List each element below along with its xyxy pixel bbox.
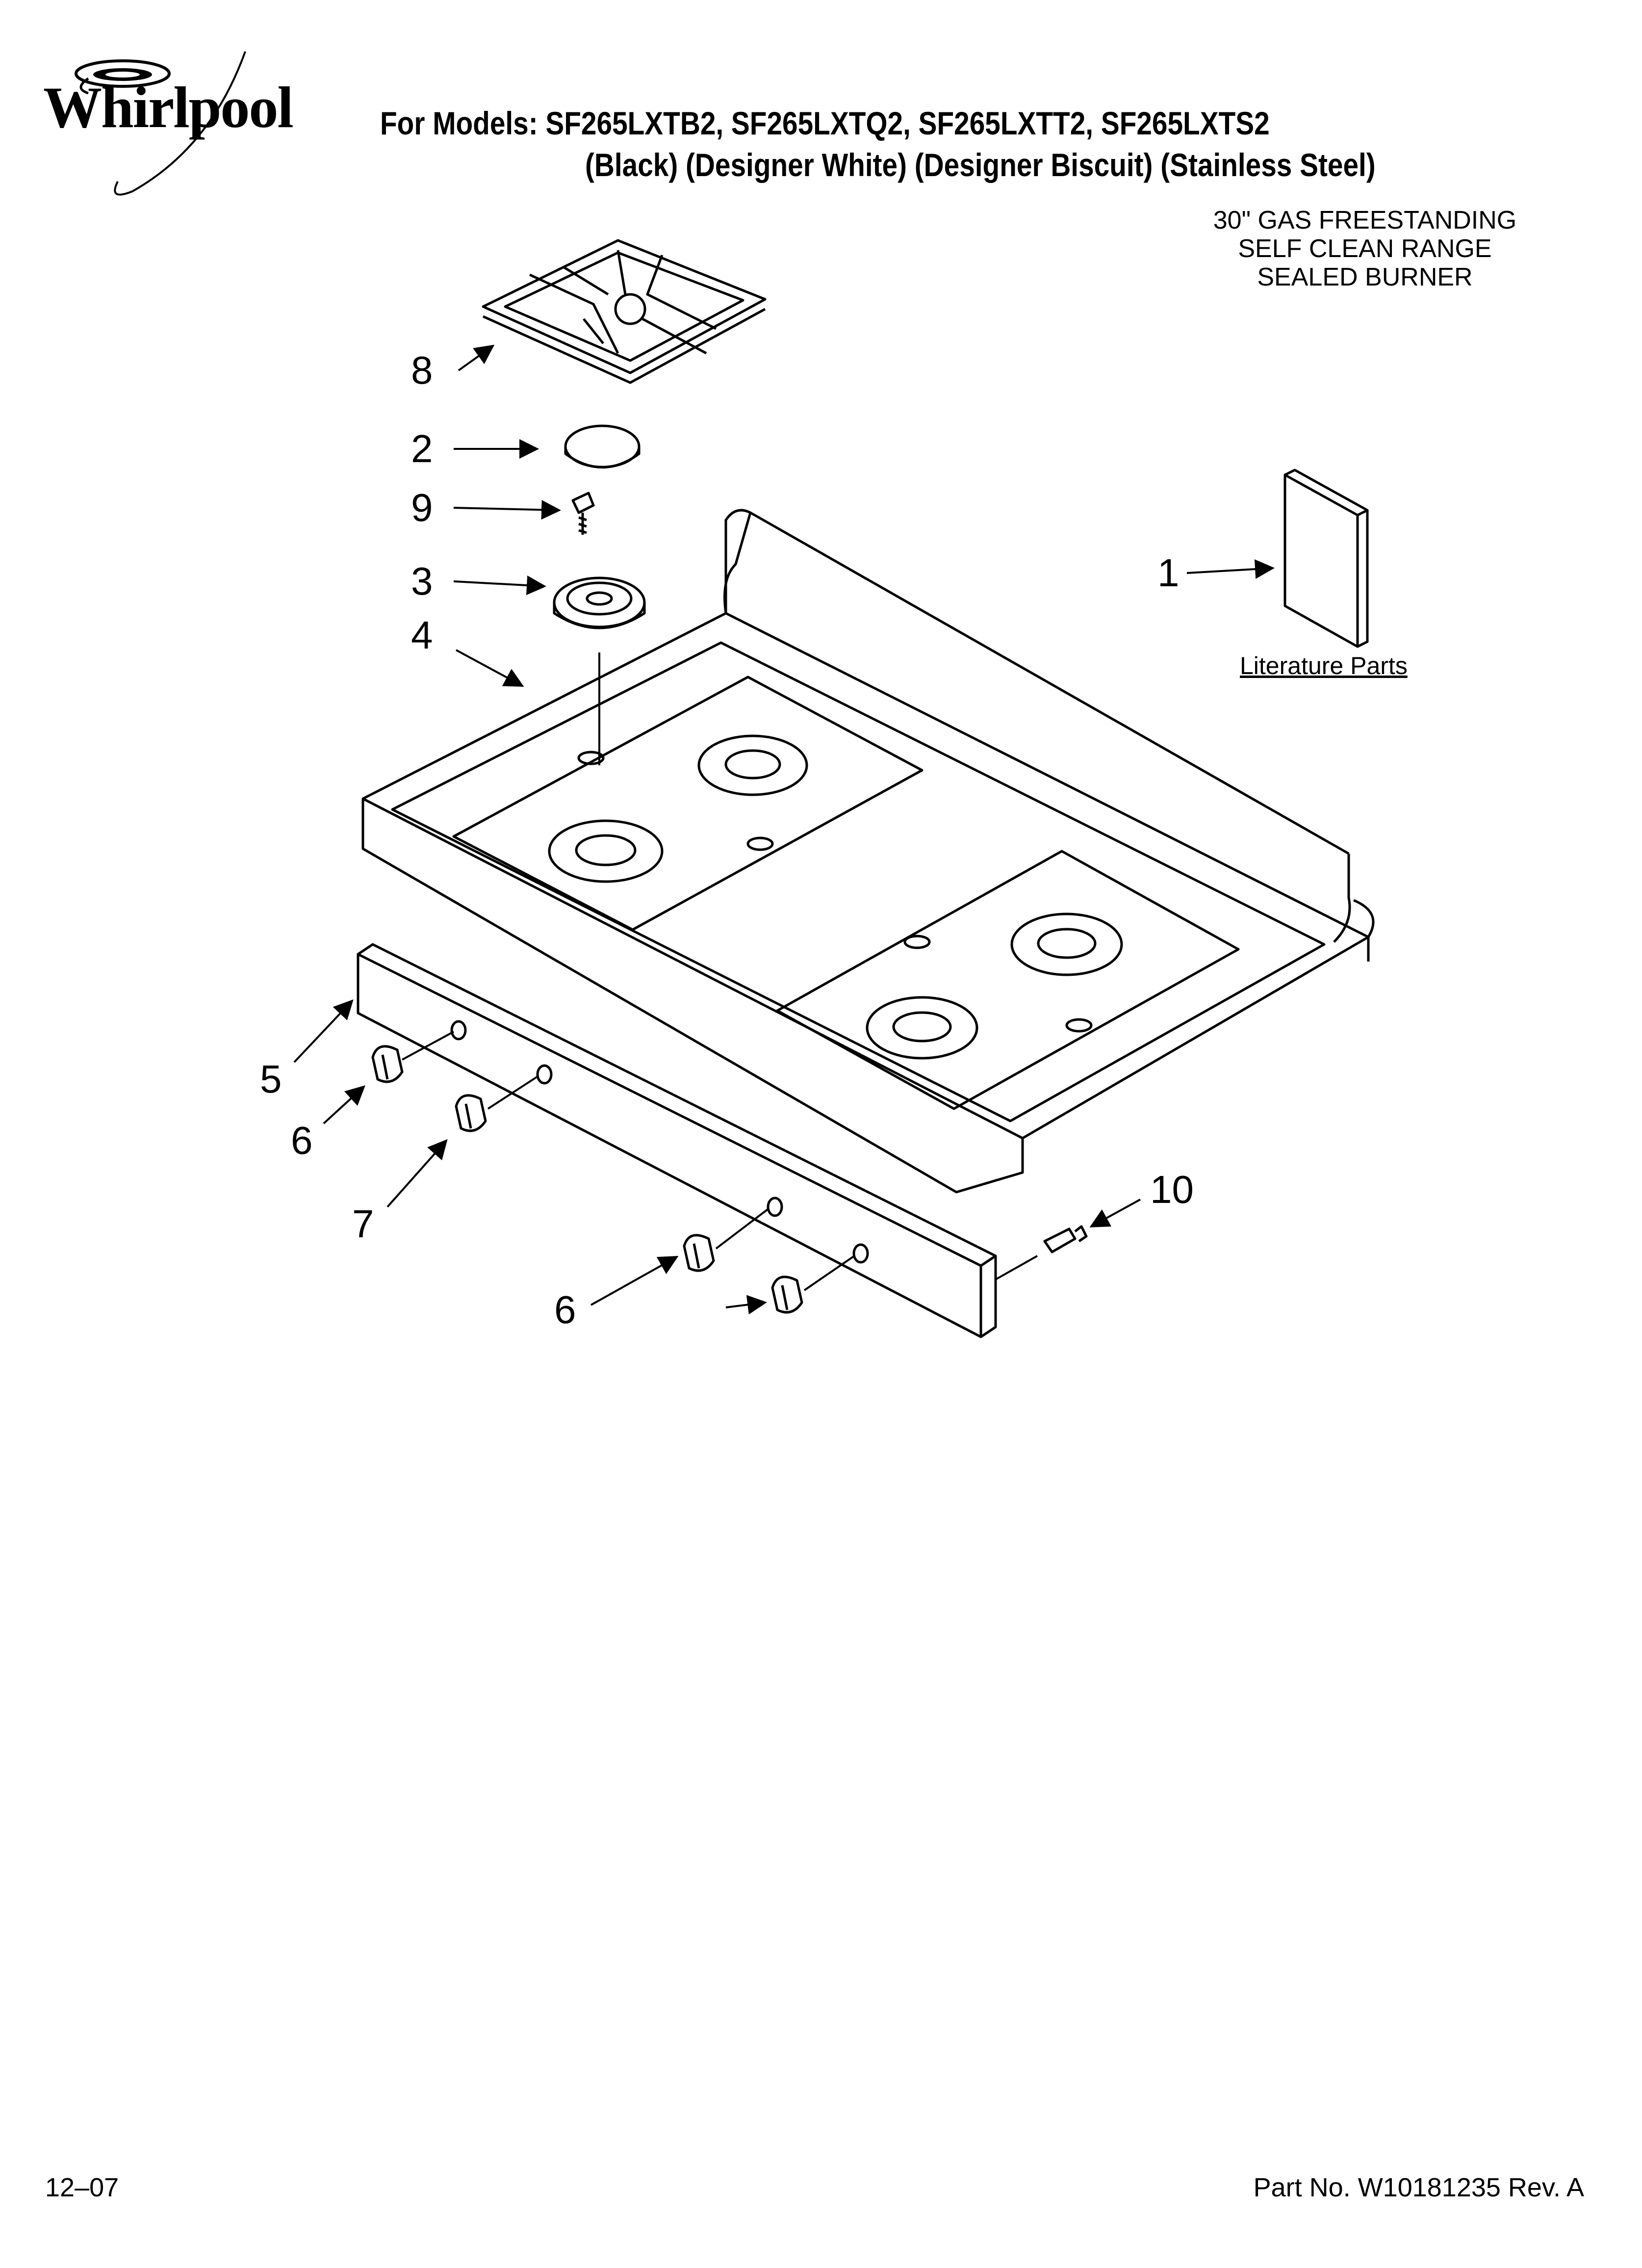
callout-10: 10 — [1150, 1168, 1194, 1211]
cooktop-part — [361, 509, 1375, 1194]
callout-3: 3 — [411, 559, 433, 603]
callout-6-bottom: 6 — [554, 1288, 576, 1331]
burner-base-part — [553, 576, 646, 765]
callout-5: 5 — [260, 1057, 282, 1101]
callout-8: 8 — [411, 348, 433, 392]
screw-part — [571, 492, 595, 535]
callout-4: 4 — [411, 613, 433, 657]
callout-7: 7 — [352, 1202, 374, 1246]
literature-parts-book — [1283, 469, 1369, 648]
callout-1: 1 — [1157, 551, 1180, 595]
knob-part-d — [771, 1255, 855, 1314]
revision-date: 12–07 — [45, 2173, 119, 2202]
description-line-2: SELF CLEAN RANGE — [1238, 235, 1492, 263]
callout-2: 2 — [411, 427, 433, 470]
product-description: 30" GAS FREESTANDING SELF CLEAN RANGE SE… — [1144, 206, 1586, 291]
brand-logo-text: Whirlpool — [43, 75, 294, 140]
part-number: Part No. W10181235 Rev. A — [1253, 2173, 1584, 2202]
description-line-3: SEALED BURNER — [1257, 263, 1473, 291]
description-line-1: 30" GAS FREESTANDING — [1213, 206, 1517, 235]
whirlpool-logo — [75, 51, 246, 196]
callout-9: 9 — [411, 486, 433, 529]
control-panel-part — [357, 943, 997, 1338]
knob-part-a — [371, 1031, 454, 1083]
burner-cap-part — [564, 424, 641, 469]
knob-part-b — [455, 1075, 539, 1132]
literature-parts-label: Literature Parts — [1240, 652, 1408, 679]
models-line: For Models: SF265LXTB2, SF265LXTQ2, SF26… — [380, 105, 1270, 141]
callout-6-left: 6 — [291, 1119, 313, 1162]
knob-part-c — [683, 1207, 770, 1272]
side-screw-part — [995, 1225, 1088, 1280]
colors-line: (Black) (Designer White) (Designer Biscu… — [585, 147, 1376, 183]
grate-part — [482, 239, 767, 384]
